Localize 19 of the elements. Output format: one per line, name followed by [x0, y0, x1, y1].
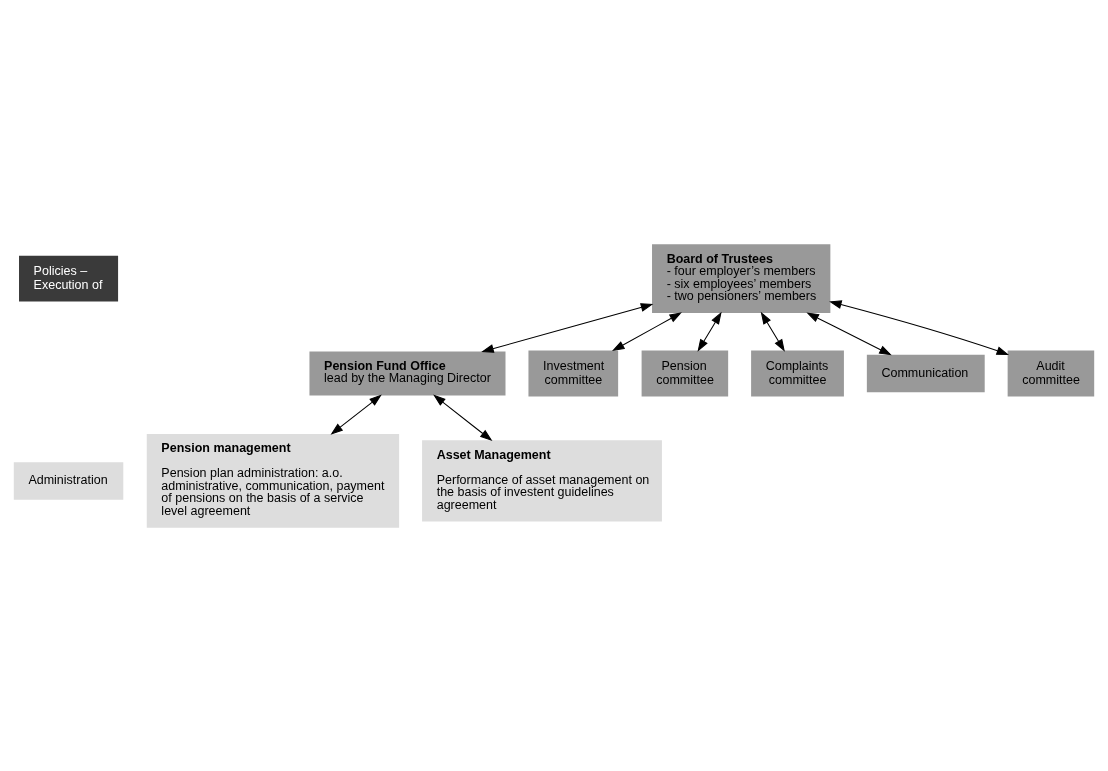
arrow — [330, 394, 382, 435]
arrow — [760, 311, 785, 352]
arrow — [806, 311, 892, 355]
arrow — [481, 302, 654, 353]
arrow — [829, 299, 1010, 355]
node-box: Policies – Execution of — [19, 255, 119, 302]
node-box: Audit committee — [1007, 350, 1095, 396]
node-box: Pension management Pension plan administration: a.o. administrative, communication, payment of pensions on the basis of a service level agreement — [146, 433, 400, 528]
node-box: Asset Management Performance of asset management on the basis of investent guidelines agreement — [422, 439, 662, 522]
node-box: Board of Trustees - four employer’s members - six employees’ members - two pensioners’ members — [652, 243, 831, 313]
node-box: Pension committee — [641, 350, 729, 396]
node-box: Communication — [866, 354, 985, 392]
node-box: Administration — [13, 461, 124, 500]
node-box: Complaints committee — [751, 350, 844, 396]
node-box: Investment committee — [528, 350, 619, 396]
node-box: Pension Fund Office lead by the Managing Director — [309, 351, 506, 395]
arrow — [433, 394, 493, 441]
arrow — [697, 311, 722, 352]
arrow — [612, 311, 682, 351]
